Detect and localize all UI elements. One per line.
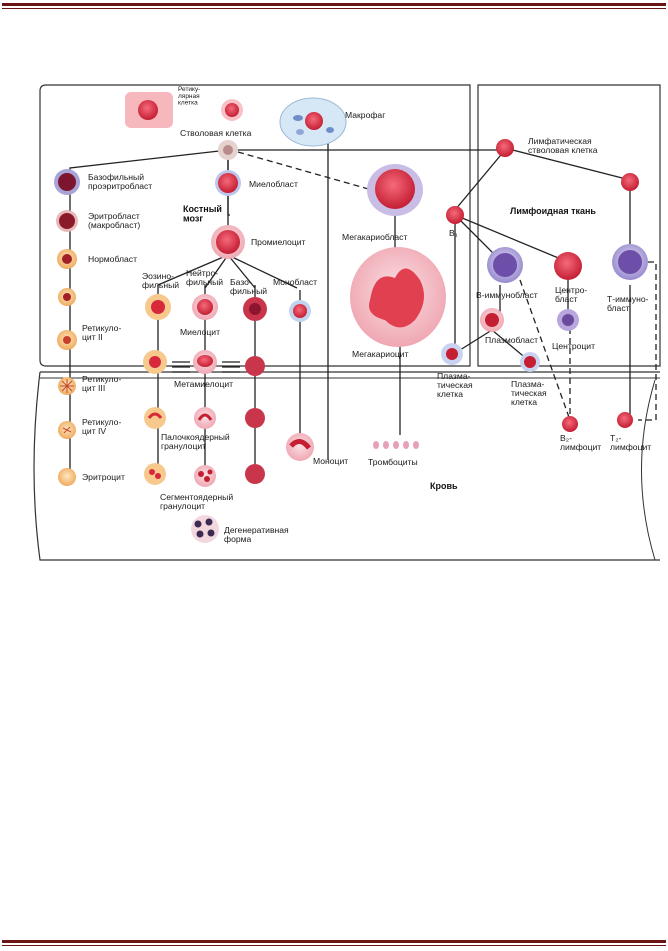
macrophage-cell <box>279 97 347 147</box>
erythrocyte <box>58 468 76 486</box>
reticulocyte-3 <box>58 377 76 395</box>
top-border-rule-thin <box>2 8 666 9</box>
label-blood: Кровь <box>430 481 458 491</box>
label-centroblast: Центро-бласт <box>555 285 587 304</box>
top-border-rule <box>2 3 666 6</box>
label-neutrophilic: Нейтро-фильный <box>186 268 223 287</box>
eosinophilic-band <box>144 407 166 429</box>
label-myelocyte: Миелоцит <box>180 327 220 337</box>
basophilic-segmented <box>245 464 265 484</box>
label-macrophage: Макрофаг <box>345 110 385 120</box>
b2-lymphocyte-cell <box>562 416 578 432</box>
centrocyte <box>557 309 579 331</box>
label-eosinophilic: Эозино-фильный <box>142 271 179 290</box>
t2-lymphocyte-cell <box>617 412 633 428</box>
plasma-cell-1 <box>441 343 463 365</box>
promyelocyte <box>211 225 245 259</box>
thrombocytes <box>373 441 419 449</box>
bottom-border-rule-thin <box>2 945 666 946</box>
eosinophilic-metamyelocyte <box>143 350 167 374</box>
reticular-cell <box>125 92 173 128</box>
label-b-immunoblast: B-иммунобласт <box>476 290 538 300</box>
bottom-border-rule <box>2 940 666 943</box>
neutrophilic-band <box>194 407 216 429</box>
normoblast <box>57 249 77 269</box>
lymphoid-tissue-frame <box>477 84 661 367</box>
reticulocyte-2 <box>57 330 77 350</box>
neutrophilic-metamyelocyte <box>193 350 217 374</box>
reticular-cell-small <box>221 99 243 121</box>
eosinophilic-segmented <box>144 463 166 485</box>
label-metamyelocyte: Метамиелоцит <box>174 379 233 389</box>
basophilic-band <box>245 408 265 428</box>
dashed-lines <box>237 151 657 421</box>
stem-cell <box>218 140 238 160</box>
b1-lymphocyte <box>446 206 464 224</box>
plasmoblast <box>480 308 504 332</box>
label-thrombocytes: Тромбоциты <box>368 457 418 467</box>
erythroblast <box>56 210 78 232</box>
vessel-crossing-marks <box>172 361 240 373</box>
normoblast-late <box>58 288 76 306</box>
label-myeloblast: Миелобласт <box>249 179 298 189</box>
label-t-immunoblast: Т-иммуно-бласт <box>607 294 649 313</box>
lymphatic-stem-cell <box>496 139 514 157</box>
blood-vessel <box>33 371 660 561</box>
basophilic-metamyelocyte <box>245 356 265 376</box>
megakaryocyte-cell <box>350 247 446 347</box>
monoblast-cell <box>289 300 311 322</box>
label-megakaryocyte: Мегакариоцит <box>352 349 409 359</box>
label-centrocyte: Центроцит <box>552 341 595 351</box>
label-b1: B₁ <box>449 228 458 238</box>
myeloblast <box>215 170 241 196</box>
centroblast <box>554 252 582 280</box>
label-b2-lymphocyte: B₂-лимфоцит <box>560 433 601 452</box>
eosinophilic-cell <box>145 294 171 320</box>
label-lymphoid-tissue: Лимфоидная ткань <box>510 206 596 216</box>
bone-marrow-frame <box>39 84 471 367</box>
label-promyelocyte: Промиелоцит <box>251 237 306 247</box>
neutrophilic-myelocyte <box>192 294 218 320</box>
label-megakaryoblast: Мегакариобласт <box>342 232 407 242</box>
t-precursor-cell <box>621 173 639 191</box>
label-reticulocyte-3: Ретикуло-цит III <box>82 374 121 393</box>
t-immunoblast <box>612 244 648 280</box>
basophilic-proerythroblast <box>54 169 80 195</box>
label-normoblast: Нормобласт <box>88 254 137 264</box>
label-monoblast: Монобласт <box>273 277 317 287</box>
neutrophilic-segmented <box>194 465 216 487</box>
basophilic-myelocyte <box>243 297 267 321</box>
label-monocyte: Моноцит <box>313 456 348 466</box>
label-basophilic: Базо-фильный <box>230 277 267 296</box>
b-immunoblast <box>487 247 523 283</box>
label-erythrocyte: Эритроцит <box>82 472 125 482</box>
label-erythroblast: Эритробласт(макробласт) <box>88 211 140 230</box>
plasma-cell-2 <box>520 352 540 372</box>
label-reticulocyte-4: Ретикуло-цит IV <box>82 417 121 436</box>
label-t2-lymphocyte: T₂-лимфоцит <box>610 433 651 452</box>
degenerative-form <box>191 515 219 543</box>
reticulocyte-4 <box>58 421 76 439</box>
monocyte-cell <box>286 433 314 461</box>
label-reticulocyte-2: Ретикуло-цит II <box>82 323 121 342</box>
label-plasmoblast: Плазмобласт <box>485 335 538 345</box>
label-stem-cell: Стволовая клетка <box>180 128 252 138</box>
megakaryoblast <box>367 164 423 216</box>
